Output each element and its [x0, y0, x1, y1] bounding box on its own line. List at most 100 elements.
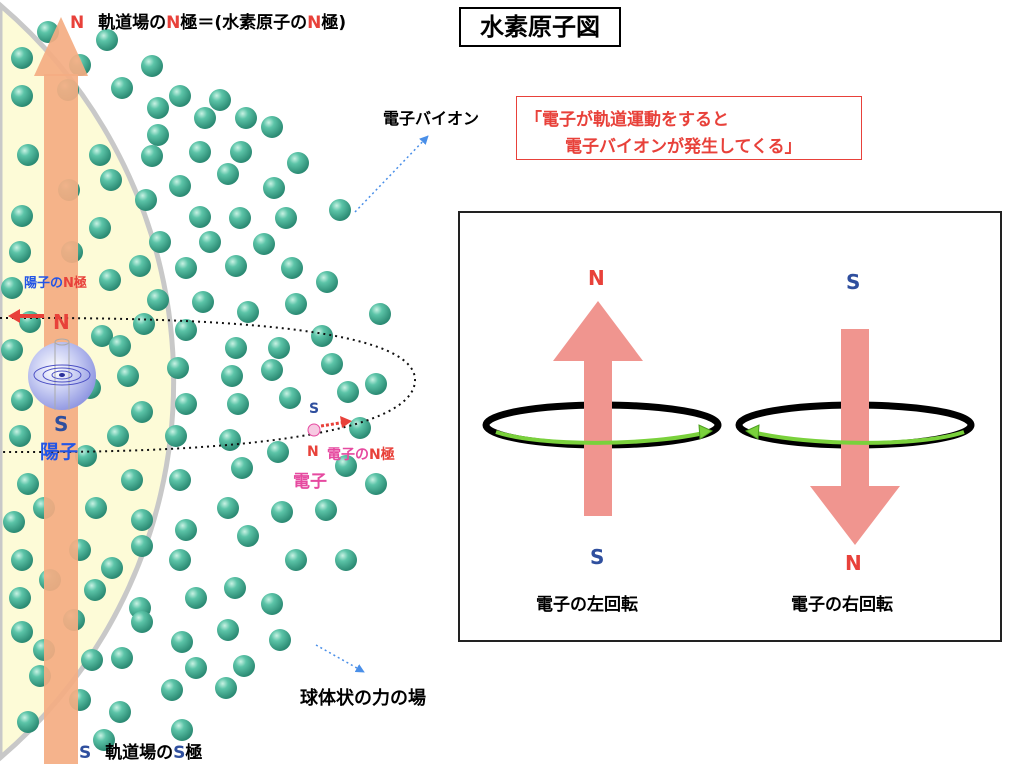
biont-particle	[89, 217, 111, 239]
biont-particle	[141, 55, 163, 77]
biont-particle	[221, 365, 243, 387]
biont-particle	[192, 291, 214, 313]
biont-particle	[17, 711, 39, 733]
biont-particle	[261, 116, 283, 138]
biont-particle	[199, 231, 221, 253]
n-letter: N	[166, 13, 181, 33]
biont-particle	[11, 85, 33, 107]
biont-particle	[369, 303, 391, 325]
biont-particle	[99, 269, 121, 291]
biont-particle	[215, 677, 237, 699]
biont-particle	[253, 233, 275, 255]
biont-particle	[84, 579, 106, 601]
biont-particle	[9, 425, 31, 447]
biont-particle	[175, 393, 197, 415]
biont-particle	[335, 455, 357, 477]
biont-particle	[121, 469, 143, 491]
label-text: 極)	[321, 13, 347, 33]
biont-particle	[349, 417, 371, 439]
biont-particle	[9, 241, 31, 263]
electron-biont-particles	[1, 21, 391, 751]
biont-particle	[100, 169, 122, 191]
biont-particle	[231, 457, 253, 479]
biont-particle	[229, 207, 251, 229]
biont-particle	[267, 441, 289, 463]
biont-particle	[225, 255, 247, 277]
biont-particle	[111, 77, 133, 99]
biont-particle	[93, 729, 115, 751]
left-rotation-figure	[482, 301, 722, 516]
biont-particle	[316, 271, 338, 293]
biont-particle	[285, 549, 307, 571]
biont-particle	[131, 611, 153, 633]
s-letter: S	[173, 743, 186, 763]
orbit-field-n-pole-label: N 軌道場のN極＝(水素原子のN極)	[70, 8, 346, 33]
biont-particle	[147, 289, 169, 311]
biont-particle	[147, 124, 169, 146]
biont-particle	[171, 719, 193, 741]
biont-particle	[1, 339, 23, 361]
biont-particle	[3, 511, 25, 533]
biont-particle	[189, 141, 211, 163]
page-title: 水素原子図	[459, 7, 621, 47]
biont-particle	[133, 313, 155, 335]
biont-particle	[287, 152, 309, 174]
biont-particle	[261, 359, 283, 381]
left-bottom-pole: S	[590, 545, 605, 569]
proton-n-pole-arrow	[8, 309, 44, 323]
proton-s-letter: S	[54, 412, 69, 436]
biont-particle	[11, 549, 33, 571]
biont-particle	[85, 497, 107, 519]
biont-particle	[117, 365, 139, 387]
right-rotation-caption: 電子の右回転	[791, 595, 893, 615]
right-top-pole: S	[846, 270, 861, 294]
biont-particle	[89, 144, 111, 166]
biont-particle	[224, 577, 246, 599]
biont-particle	[11, 47, 33, 69]
electron-n-letter: N	[307, 444, 319, 460]
biont-particle	[365, 473, 387, 495]
biont-particle	[194, 107, 216, 129]
biont-particle	[135, 189, 157, 211]
biont-particle	[75, 445, 97, 467]
biont-particle	[131, 535, 153, 557]
biont-particle	[185, 657, 207, 679]
biont-particle	[175, 319, 197, 341]
biont-particle	[227, 393, 249, 415]
n-letter: N	[369, 447, 381, 463]
label-text: 陽子の	[24, 276, 64, 291]
field-pointer	[315, 644, 365, 673]
left-top-pole: N	[588, 266, 605, 290]
biont-particle	[175, 519, 197, 541]
biont-particle	[81, 649, 103, 671]
biont-particle	[209, 89, 231, 111]
label-text: 軌道場の	[98, 13, 167, 33]
biont-particle	[147, 97, 169, 119]
electron-biont-label: 電子バイオン	[383, 109, 480, 128]
s-letter: S	[79, 743, 92, 763]
biont-particle	[189, 206, 211, 228]
biont-particle	[1, 277, 23, 299]
biont-particle	[237, 301, 259, 323]
electron	[307, 416, 352, 437]
orbit-field-s-pole-label: S 軌道場のS極	[79, 738, 202, 763]
biont-particle	[285, 293, 307, 315]
biont-particle	[217, 163, 239, 185]
biont-particle	[337, 381, 359, 403]
biont-particle	[149, 231, 171, 253]
label-text: 極	[73, 276, 87, 291]
right-bottom-pole: N	[845, 551, 862, 575]
biont-particle	[237, 525, 259, 547]
quote-line-2: 電子バイオンが発生してくる」	[565, 137, 802, 157]
biont-particle	[365, 373, 387, 395]
label-text: 軌道場の	[105, 743, 174, 763]
biont-particle	[11, 205, 33, 227]
biont-particle	[315, 499, 337, 521]
biont-particle	[268, 337, 290, 359]
biont-particle	[171, 631, 193, 653]
label-text: 極＝(水素原子の	[180, 13, 308, 33]
biont-particle	[167, 357, 189, 379]
biont-particle	[185, 587, 207, 609]
electron-n-pole-label: 電子のN極	[327, 444, 395, 464]
